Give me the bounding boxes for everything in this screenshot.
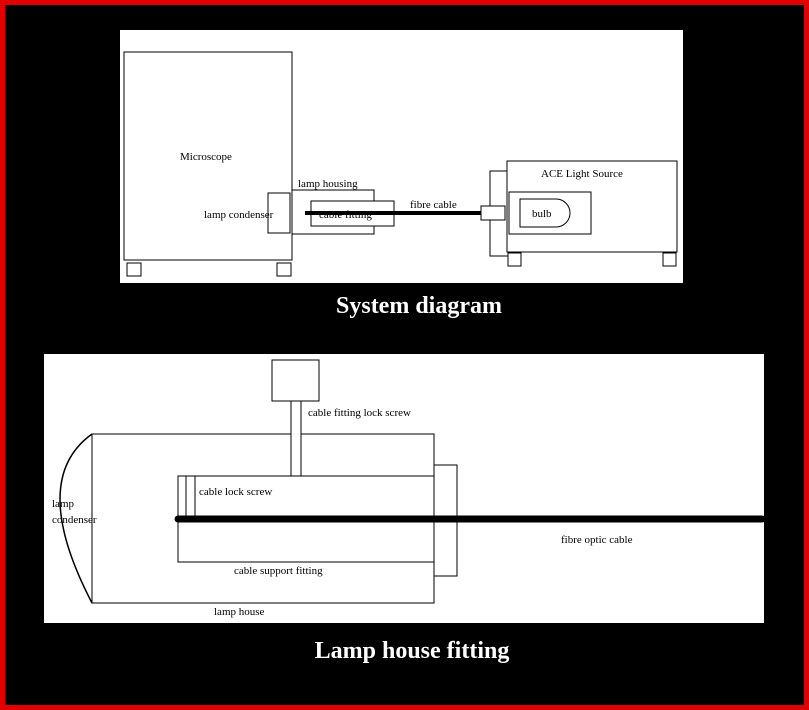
lamp-housing-label: lamp housing <box>298 178 358 190</box>
microscope-box <box>123 51 293 261</box>
lamp-condenser-curve <box>59 433 93 604</box>
light-source-connector <box>480 205 506 221</box>
microscope-foot-left <box>126 262 142 277</box>
microscope-label: Microscope <box>180 151 232 163</box>
lamp-condenser-box <box>267 192 291 234</box>
condenser-label: condenser <box>52 514 97 526</box>
lamp-label: lamp <box>52 498 74 510</box>
lamp-condenser-label: lamp condenser <box>204 209 274 221</box>
lamp-house-label: lamp house <box>214 606 265 618</box>
bulb-shape <box>519 198 571 228</box>
lamp-house-fitting-title: Lamp house fitting <box>315 638 510 664</box>
bulb-label: bulb <box>532 208 552 220</box>
microscope-foot-right <box>276 262 292 277</box>
light-source-foot-left <box>507 252 522 267</box>
lamp-house-fitting: lamp house lamp condenser cable fitting … <box>44 354 766 623</box>
light-source-foot-right <box>662 252 677 267</box>
system-diagram-title: System diagram <box>336 293 502 319</box>
fibre-cable-label: fibre cable <box>410 199 457 211</box>
cable-lock-screw-label: cable lock screw <box>199 486 272 498</box>
cable-fitting-lock-screw-label: cable fitting lock screw <box>308 407 411 419</box>
fibre-optic-cable-label: fibre optic cable <box>561 534 633 546</box>
cable-lock-screw <box>185 475 196 520</box>
cable-fitting-lock-screw-shaft <box>290 400 302 477</box>
cable-fitting-lock-screw-head <box>271 359 320 402</box>
cable-support-fitting-label: cable support fitting <box>234 565 323 577</box>
light-source-label: ACE Light Source <box>541 168 623 180</box>
system-diagram: Microscope lamp condenser lamp housing c… <box>120 30 683 283</box>
